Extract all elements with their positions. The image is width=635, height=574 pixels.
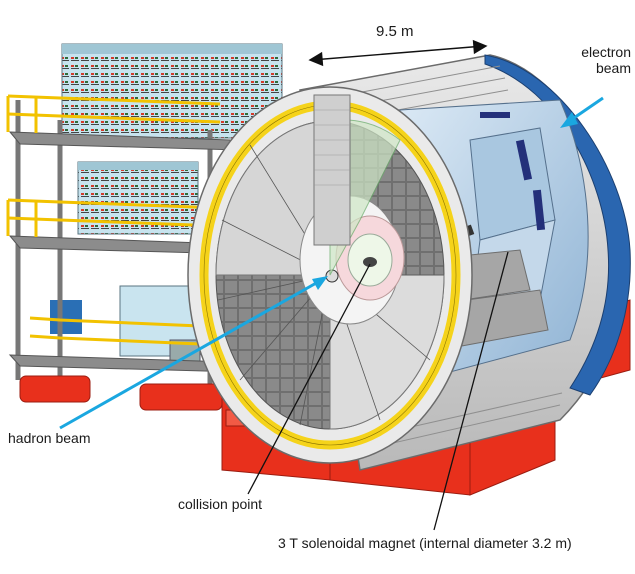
yellow-railings [6,94,221,346]
support-frame [6,43,283,411]
dimension-arrow [308,39,488,67]
magnet-leader [433,251,509,531]
frame-base [19,375,223,411]
electron-beam-label: electron beam [581,44,631,76]
collision-point-label: collision point [178,496,263,512]
collision-point-leader [247,263,371,495]
hadron-beam-label: hadron beam [8,430,91,446]
endcap-disk [187,86,473,464]
rack-top [61,43,283,139]
dimension-label: 9.5 m [376,23,414,40]
outer-shell [484,54,631,396]
electron-beam-arrow [560,96,604,128]
electron-beam-label-line2: beam [595,60,631,76]
magnet-label: 3 T solenoidal magnet (internal diameter… [278,535,572,551]
electron-beam-label-line1: electron [581,44,631,60]
hadron-beam-arrow [59,276,328,430]
